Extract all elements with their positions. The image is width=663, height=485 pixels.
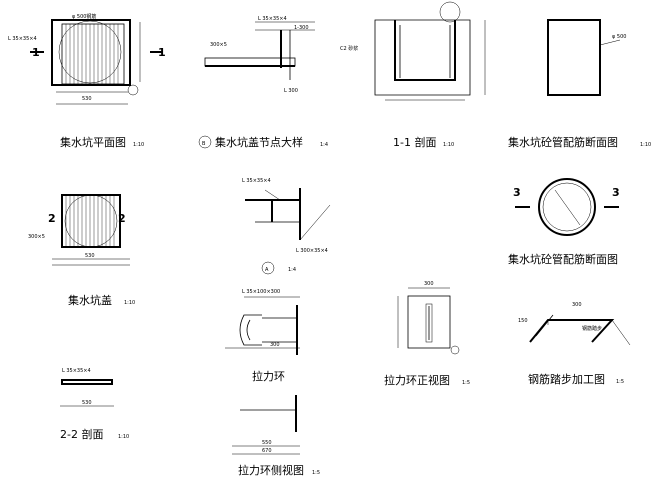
section-1-title: 1-1 剖面 — [393, 135, 436, 149]
pit-plan-view: φ 500钢筋 L 35×35×4 530 1 1 — [8, 13, 166, 105]
cut-2-left: 2 — [48, 212, 56, 225]
cover-node-detail: L 35×35×4 1-300 300×5 L 300 — [204, 16, 315, 94]
detail-a-bottom-note: L 300×35×4 — [296, 248, 328, 254]
pit-cover-scale: 1:10 — [124, 300, 135, 306]
section2-top-note: L 35×35×4 — [62, 368, 91, 374]
pit-cover-title: 集水坑盖 — [68, 293, 112, 307]
pit-cover-view: 2 2 300×5 530 — [28, 194, 130, 266]
detail-a-top-note: L 35×35×4 — [242, 178, 271, 184]
cover-node-title: 集水坑盖节点大样 — [215, 135, 303, 149]
pull-ring-front-title: 拉力环正视图 — [384, 373, 450, 387]
pull-ring-front-scale: 1:5 — [462, 380, 470, 386]
section-c2-note: C2 砂浆 — [340, 45, 358, 52]
ring-front-dim: 300 — [424, 281, 434, 287]
pit-plan-title: 集水坑平面图 — [60, 135, 126, 149]
cover-bar-note: 300×5 — [28, 234, 45, 240]
pipe-section-top-scale: 1:10 — [640, 142, 651, 148]
pull-ring-front: 300 — [397, 281, 460, 355]
cut-3-right: 3 — [612, 186, 620, 199]
side-dim-b: 670 — [262, 448, 272, 454]
cut-1-right: 1 — [158, 46, 166, 59]
plan-dim: 530 — [82, 96, 92, 102]
pipe-section-top: φ 500 — [547, 19, 626, 96]
node-top-note: L 35×35×4 — [258, 16, 287, 22]
node-circle — [198, 135, 212, 149]
pipe-section-mid: 3 3 — [513, 178, 620, 236]
pull-ring-side: 550 670 — [232, 395, 300, 455]
ring-top-note: L 35×100×300 — [242, 289, 280, 295]
detail-a-scale: 1:4 — [288, 267, 296, 273]
cut-1-left: 1 — [32, 46, 40, 59]
step-len-dim: 300 — [572, 302, 582, 308]
step-label: 钢筋踏步 — [582, 325, 602, 332]
step-bar-detail: 150 300 钢筋踏步 — [518, 302, 631, 346]
detail-a: L 35×35×4 L 300×35×4 A 1:4 — [242, 178, 331, 275]
pull-ring-title: 拉力环 — [252, 369, 285, 383]
node-bottom-note: L 300 — [284, 88, 298, 94]
cut-2-right: 2 — [118, 212, 126, 225]
detail-a-mark: A — [265, 267, 269, 273]
section2-dim: 530 — [82, 400, 92, 406]
step-bar-title: 钢筋踏步加工图 — [528, 372, 605, 386]
pull-ring-side-title: 拉力环侧视图 — [238, 463, 304, 477]
cover-node-scale: 1:4 — [320, 142, 328, 148]
section-2-scale: 1:10 — [118, 434, 129, 440]
side-dim-a: 550 — [262, 440, 272, 446]
pipe-section-top-title: 集水坑砼管配筋断面图 — [508, 135, 618, 149]
cut-3-left: 3 — [513, 186, 521, 199]
pipe-section-mid-title: 集水坑砼管配筋断面图 — [508, 252, 618, 266]
section-1-scale: 1:10 — [443, 142, 454, 148]
section-1-1: C2 砂浆 — [340, 1, 486, 101]
pull-ring-view: L 35×100×300 300 — [225, 289, 300, 355]
step-short-dim: 150 — [518, 318, 528, 324]
plan-side-note: L 35×35×4 — [8, 36, 37, 42]
section-2-2: L 35×35×4 530 — [60, 368, 114, 407]
node-circle-mark: B — [202, 141, 206, 147]
ring-dim: 300 — [270, 342, 280, 348]
plan-top-note: φ 500钢筋 — [72, 13, 96, 20]
node-side-note: 1-300 — [294, 25, 309, 31]
section-2-title: 2-2 剖面 — [60, 427, 103, 441]
pipe-label-top: φ 500 — [612, 34, 626, 40]
pit-plan-scale: 1:10 — [133, 142, 144, 148]
node-left-note: 300×5 — [210, 42, 227, 48]
pull-ring-side-scale: 1:5 — [312, 470, 320, 476]
step-bar-scale: 1:5 — [616, 379, 624, 385]
cover-dim: 530 — [85, 253, 95, 259]
